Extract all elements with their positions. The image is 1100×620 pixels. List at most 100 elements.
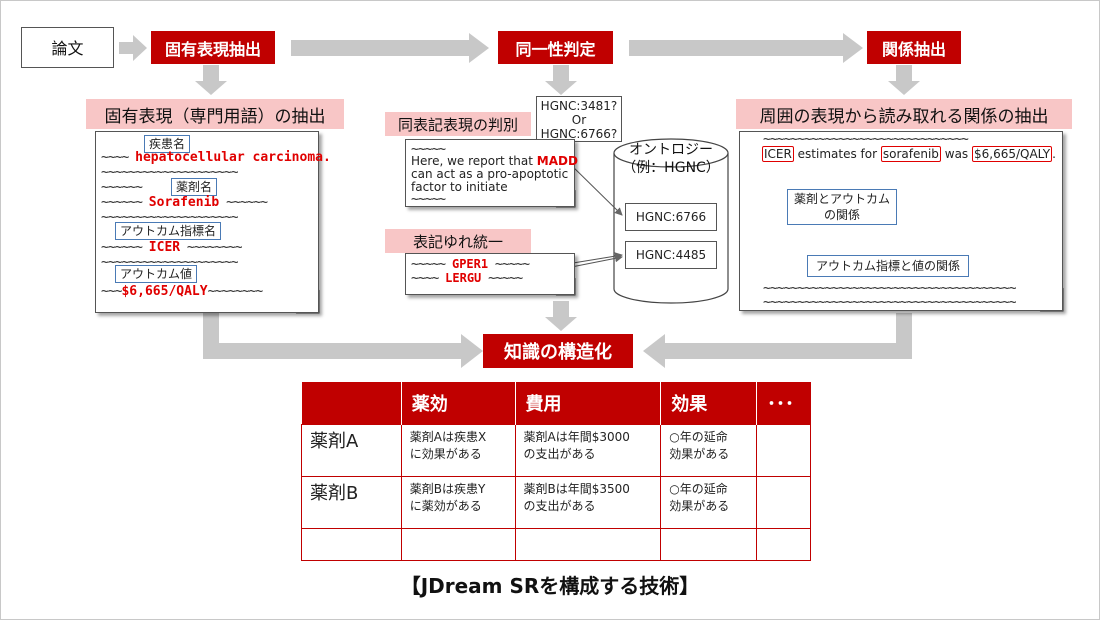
table-row bbox=[301, 528, 811, 561]
sentence-tilde: ∼∼∼∼∼ bbox=[411, 142, 446, 157]
identity-heading-unify: 表記ゆれ統一 bbox=[385, 229, 531, 253]
table-cell: ○年の延命効果がある bbox=[660, 476, 758, 529]
ontology-id: HGNC:4485 bbox=[625, 241, 717, 269]
ner-heading: 固有表現（専門用語）の抽出 bbox=[86, 99, 344, 129]
cell-line: 薬剤Aは疾患X bbox=[409, 430, 487, 444]
table-cell bbox=[514, 528, 662, 561]
ner-text-line: ∼∼∼$6,665/QALY∼∼∼∼∼∼∼∼ bbox=[101, 284, 263, 299]
table-cell bbox=[756, 528, 811, 561]
l-arrow-left bbox=[203, 313, 483, 368]
row-label: 薬剤B bbox=[301, 476, 402, 529]
table-header-cell: ･･･ bbox=[756, 382, 811, 425]
table-cell bbox=[660, 528, 758, 561]
rel-drug: sorafenib bbox=[880, 146, 941, 162]
relation-tilde: ∼∼∼∼∼∼∼∼∼∼∼∼∼∼∼∼∼∼∼∼∼∼∼∼∼∼∼∼∼∼ bbox=[763, 132, 969, 147]
variant-line: ∼∼∼∼ LERGU ∼∼∼∼∼ bbox=[411, 271, 523, 286]
sentence-tilde: ∼∼∼∼∼ bbox=[411, 192, 446, 207]
input-document bbox=[21, 27, 114, 68]
sentence-line: can act as a pro-apoptotic bbox=[411, 167, 569, 181]
down-arrow-identity bbox=[545, 65, 577, 95]
table-row: 薬剤B 薬剤Bは疾患Y に薬効がある 薬剤Bは年間$3500 の支出がある ○年の延… bbox=[301, 476, 811, 529]
cell-line: 薬剤Bは疾患Y bbox=[409, 482, 486, 496]
callout-line: HGNC:6766? bbox=[540, 127, 618, 141]
cell-line: 効果がある bbox=[669, 447, 730, 461]
flow-arrow-identity-to-relation bbox=[629, 33, 863, 63]
cell-line: 効果がある bbox=[669, 499, 730, 513]
relation-tilde: ∼∼∼∼∼∼∼∼∼∼∼∼∼∼∼∼∼∼∼∼∼∼∼∼∼∼∼∼∼∼∼∼∼∼∼∼∼ bbox=[763, 281, 1017, 296]
rel-period: . bbox=[1052, 147, 1056, 161]
rel-box-line: の関係 bbox=[823, 208, 860, 222]
table-cell: 薬剤Aは疾患X に効果がある bbox=[400, 424, 516, 477]
entity-indicator: ICER bbox=[148, 240, 181, 255]
variant-gper1: GPER1 bbox=[451, 257, 489, 271]
flow-arrow-ner-to-identity bbox=[291, 33, 489, 63]
relation-heading: 周囲の表現から読み取れる関係の抽出 bbox=[736, 99, 1072, 129]
rel-text: estimates for bbox=[797, 147, 878, 161]
relation-indicator-value-box: アウトカム指標と値の関係 bbox=[807, 255, 969, 277]
step-ner: 固有表現抽出 bbox=[151, 31, 275, 64]
entity-drug: Sorafenib bbox=[148, 195, 220, 210]
table-header-cell bbox=[301, 382, 402, 425]
rel-value: $6,665/QALY bbox=[972, 146, 1053, 162]
down-arrow-ner bbox=[195, 65, 227, 95]
relation-document bbox=[739, 131, 1063, 311]
tag-outcome-indicator: アウトカム指標名 bbox=[115, 222, 222, 240]
variant-line: ∼∼∼∼∼ GPER1 ∼∼∼∼∼ bbox=[411, 257, 530, 272]
map-line-gper1 bbox=[572, 252, 623, 264]
table-cell bbox=[756, 476, 811, 529]
sentence-document bbox=[405, 139, 575, 207]
tag-drug: 薬剤名 bbox=[171, 178, 218, 196]
l-arrow-right bbox=[643, 313, 912, 368]
flow-arrow-doc-to-ner bbox=[119, 35, 147, 61]
rel-box-line: 薬剤とアウトカム bbox=[793, 192, 890, 206]
ner-text-line: ∼∼∼∼ hepatocellular carcinoma. bbox=[101, 150, 331, 165]
callout-line: Or bbox=[571, 113, 587, 127]
input-document-label: 論文 bbox=[51, 39, 84, 58]
step-structuring: 知識の構造化 bbox=[483, 334, 633, 368]
down-arrow-relation bbox=[888, 65, 920, 95]
ontology-title: オントロジー （例：HGNC） bbox=[614, 141, 728, 177]
table-cell bbox=[756, 424, 811, 477]
variant-lergu: LERGU bbox=[445, 271, 482, 285]
table-header-cell: 費用 bbox=[515, 382, 662, 425]
ontology-title-line: オントロジー bbox=[629, 142, 713, 158]
rel-indicator: ICER bbox=[762, 146, 794, 162]
cell-line: に効果がある bbox=[409, 447, 482, 461]
ner-text-line: ∼∼∼∼∼∼ ICER ∼∼∼∼∼∼∼∼ bbox=[101, 240, 243, 255]
callout-line: HGNC:3481? bbox=[540, 99, 618, 113]
relation-tilde: ∼∼∼∼∼∼∼∼∼∼∼∼∼∼∼∼∼∼∼∼∼∼∼∼∼∼∼∼∼∼∼∼∼∼∼∼∼ bbox=[763, 295, 1017, 310]
figure-caption: 【JDream SRを構成する技術】 bbox=[400, 574, 700, 598]
identity-heading-judge: 同表記表現の判別 bbox=[385, 112, 531, 136]
step-identity: 同一性判定 bbox=[498, 31, 613, 64]
table-cell bbox=[301, 528, 402, 561]
sentence-line: Here, we report that MADD bbox=[411, 154, 578, 168]
ner-text-line: ∼∼∼∼∼∼∼∼∼∼∼∼∼∼∼∼∼∼∼∼ bbox=[101, 210, 239, 225]
table-cell: 薬剤Bは年間$3500 の支出がある bbox=[514, 476, 662, 529]
map-line-madd bbox=[568, 162, 623, 216]
cell-line: の支出がある bbox=[523, 499, 596, 513]
down-arrow-to-structuring bbox=[545, 301, 577, 331]
tag-disease: 疾患名 bbox=[144, 135, 191, 153]
entity-madd: MADD bbox=[536, 154, 578, 168]
cell-line: 薬剤Aは年間$3000 bbox=[523, 430, 630, 444]
sentence-line: factor to initiate bbox=[411, 180, 508, 194]
cell-line: の支出がある bbox=[523, 447, 596, 461]
table-header-cell: 薬効 bbox=[401, 382, 516, 425]
table-cell bbox=[400, 528, 516, 561]
cell-line: に薬効がある bbox=[409, 499, 482, 513]
cell-line: 薬剤Bは年間$3500 bbox=[523, 482, 630, 496]
ner-text-line: ∼∼∼∼∼∼ bbox=[101, 180, 143, 195]
table-header-cell: 効果 bbox=[660, 382, 758, 425]
table-cell: ○年の延命効果がある bbox=[660, 424, 758, 477]
ner-text-line: ∼∼∼∼∼∼ Sorafenib ∼∼∼∼∼∼ bbox=[101, 195, 268, 210]
relation-sentence: ICER estimates for sorafenib was $6,665/… bbox=[762, 146, 1056, 162]
entity-value: $6,665/QALY bbox=[121, 284, 208, 299]
entity-disease: hepatocellular carcinoma. bbox=[135, 150, 331, 165]
ontology-id: HGNC:6766 bbox=[625, 203, 717, 231]
ontology-title-line: （例：HGNC） bbox=[622, 160, 720, 176]
ner-text-line: ∼∼∼∼∼∼∼∼∼∼∼∼∼∼∼∼∼∼∼∼ bbox=[101, 165, 239, 180]
table-cell: 薬剤Bは疾患Y に薬効がある bbox=[400, 476, 516, 529]
